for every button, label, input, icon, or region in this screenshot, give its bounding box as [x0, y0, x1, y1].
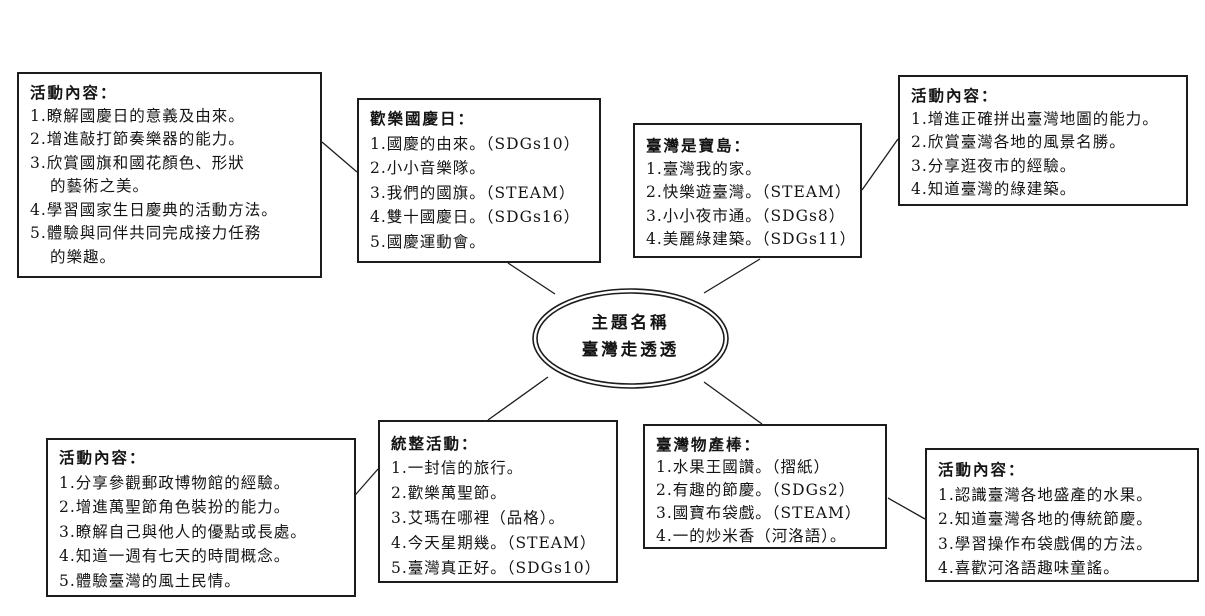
- list-item: 2.增進萬聖節角色裝扮的能力。: [59, 498, 291, 516]
- box-header: 歡樂國慶日：: [370, 109, 476, 128]
- list-item: 4.一的炒米香（河洛語）。: [656, 527, 847, 545]
- connector-line-products-bottomright: [887, 497, 926, 520]
- list-item: 3.國寶布袋戲。（STEAM）: [656, 504, 862, 522]
- list-item: 2.欣賞臺灣各地的風景名勝。: [911, 133, 1126, 151]
- list-item: 2.有趣的節慶。（SDGs2）: [656, 481, 856, 499]
- list-item: 2.增進敲打節奏樂器的能力。: [30, 130, 245, 148]
- list-item: 1.瞭解國慶日的意義及由來。: [30, 106, 245, 125]
- box-header: 活動內容：: [30, 83, 118, 102]
- list-item: 4.今天星期幾。（STEAM）: [391, 534, 597, 552]
- list-item: 3.學習操作布袋戲偶的方法。: [938, 534, 1153, 553]
- list-item: 4.知道臺灣的綠建築。: [911, 180, 1077, 198]
- list-item: 2.歡樂萬聖節。: [391, 484, 507, 502]
- list-item: 5.體驗與同伴共同完成接力任務 的樂趣。: [30, 224, 262, 266]
- list-item: 1.認識臺灣各地盛產的水果。: [938, 485, 1153, 504]
- box-header: 活動內容：: [59, 448, 147, 467]
- unit-box-national-day: 歡樂國慶日： 1.國慶的由來。（SDGs10） 2.小小音樂隊。 3.我們的國旗…: [357, 98, 601, 263]
- central-topic-name: 臺灣走透透: [581, 340, 680, 359]
- connector-line-treasure-topright: [861, 138, 899, 191]
- list-item: 5.臺灣真正好。（SDGs10）: [391, 559, 602, 577]
- list-item: 1.一封信的旅行。: [391, 459, 524, 477]
- list-item: 3.我們的國旗。（STEAM）: [370, 183, 576, 202]
- box-header: 臺灣物產棒：: [656, 435, 762, 454]
- list-item: 4.學習國家生日慶典的活動方法。: [30, 200, 278, 219]
- list-item: 3.分享逛夜市的經驗。: [911, 156, 1077, 175]
- list-item: 5.體驗臺灣的風土民情。: [59, 571, 241, 590]
- list-item: 1.水果王國讚。（摺紙）: [656, 458, 831, 476]
- list-item: 2.知道臺灣各地的傳統節慶。: [938, 510, 1153, 528]
- box-header: 臺灣是寶島：: [646, 136, 752, 155]
- unit-box-taiwan-products: 臺灣物產棒： 1.水果王國讚。（摺紙） 2.有趣的節慶。（SDGs2） 3.國寶…: [643, 424, 887, 549]
- connector-line-integrated-center: [487, 376, 549, 421]
- central-topic-label: 主題名稱 臺灣走透透: [533, 309, 728, 363]
- connector-line-treasure-center: [703, 258, 761, 294]
- box-header: 活動內容：: [911, 86, 999, 105]
- list-item: 3.欣賞國旗和國花顏色、形狀 的藝術之美。: [30, 153, 245, 196]
- activity-box-bottom-left: 活動內容： 1.分享參觀郵政博物館的經驗。 2.增進萬聖節角色裝扮的能力。 3.…: [46, 438, 356, 597]
- list-item: 3.小小夜市通。（SDGs8）: [646, 206, 846, 225]
- box-header: 活動內容：: [938, 460, 1026, 479]
- central-topic-title: 主題名稱: [591, 313, 670, 332]
- list-item: 1.臺灣我的家。: [646, 159, 762, 178]
- list-item: 5.國慶運動會。: [370, 232, 486, 251]
- list-item: 4.雙十國慶日。（SDGs16）: [370, 208, 581, 226]
- connector-line-topleft-nationalday: [321, 141, 358, 173]
- activity-box-top-right: 活動內容： 1.增進正確拼出臺灣地圖的能力。 2.欣賞臺灣各地的風景名勝。 3.…: [898, 75, 1188, 206]
- unit-box-treasure-island: 臺灣是寶島： 1.臺灣我的家。 2.快樂遊臺灣。（STEAM） 3.小小夜市通。…: [633, 123, 862, 258]
- central-topic-ellipse-outer: [532, 288, 729, 389]
- connector-line-nationalday-center: [507, 262, 556, 295]
- list-item: 4.美麗綠建築。（SDGs11）: [646, 230, 857, 248]
- central-topic-ellipse-inner: [536, 292, 725, 385]
- activity-box-bottom-right: 活動內容： 1.認識臺灣各地盛產的水果。 2.知道臺灣各地的傳統節慶。 3.學習…: [925, 448, 1199, 582]
- list-item: 3.瞭解自己與他人的優點或長處。: [59, 522, 307, 541]
- box-header: 統整活動：: [391, 434, 479, 453]
- list-item: 1.增進正確拼出臺灣地圖的能力。: [911, 109, 1159, 128]
- list-item: 4.喜歡河洛語趣味童謠。: [938, 559, 1120, 577]
- activity-box-top-left: 活動內容： 1.瞭解國慶日的意義及由來。 2.增進敲打節奏樂器的能力。 3.欣賞…: [17, 72, 322, 278]
- unit-box-integrated-activities: 統整活動： 1.一封信的旅行。 2.歡樂萬聖節。 3.艾瑪在哪裡（品格）。 4.…: [378, 420, 618, 583]
- list-item: 2.快樂遊臺灣。（STEAM）: [646, 183, 852, 201]
- connector-line-products-center: [703, 381, 763, 425]
- list-item: 2.小小音樂隊。: [370, 159, 486, 177]
- list-item: 1.分享參觀郵政博物館的經驗。: [59, 473, 291, 492]
- list-item: 3.艾瑪在哪裡（品格）。: [391, 509, 566, 527]
- list-item: 4.知道一週有七天的時間概念。: [59, 547, 291, 565]
- list-item: 1.國慶的由來。（SDGs10）: [370, 134, 581, 153]
